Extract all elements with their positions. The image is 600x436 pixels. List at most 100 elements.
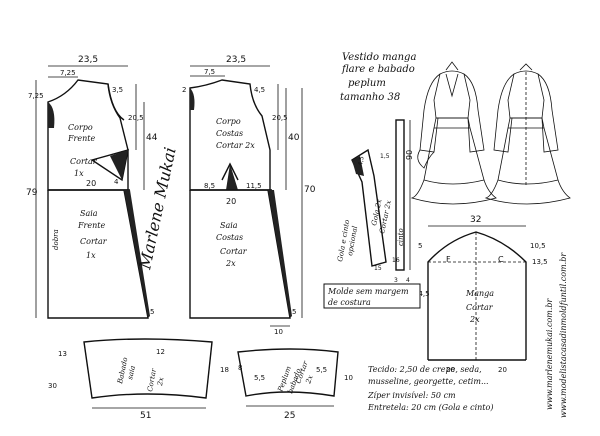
collar-piece — [351, 148, 387, 267]
front-3-5-label: 3,5 — [112, 86, 123, 94]
sleeve-width-label: 32 — [470, 215, 481, 225]
back-11-5-label: 11,5 — [246, 182, 262, 190]
front-armhole — [107, 83, 125, 121]
back-dart-hatch — [226, 164, 238, 190]
back-skirt-label2: Costas — [216, 233, 243, 242]
back-skirt-label1: Saia — [220, 221, 238, 230]
front-44-label: 44 — [146, 133, 158, 143]
back-7-5-label: 7,5 — [204, 68, 215, 76]
front-20-label: 20 — [86, 179, 96, 188]
frill-qty: 2x — [156, 377, 166, 388]
peplum-outline — [237, 348, 339, 397]
back-20-label: 20 — [226, 197, 236, 206]
peplum-5-5b: 5,5 — [316, 366, 327, 374]
back-neck-hatch — [190, 88, 195, 110]
watermark-url2: www.modelistacasadinmoldfuntil.com.br — [559, 252, 568, 418]
back-bodice-label1: Corpo — [216, 117, 241, 126]
sleeve-44-5: 44,5 — [414, 290, 430, 298]
fabric-line4: Entretela: 20 cm (Gola e cinto) — [367, 403, 493, 412]
sleeve-label3: 2x — [469, 315, 480, 324]
front-20-5-label: 20,5 — [128, 114, 144, 122]
back-10-label: 10 — [274, 328, 283, 336]
sleeve-label2: Cortar — [466, 303, 494, 312]
fabric-notes: Tecido: 2,50 de crepe, seda, musseline, … — [367, 365, 493, 412]
belt-3-label: 3 — [394, 277, 398, 284]
skirt-frill-pattern: 13 12 18 30 Babado saia Cortar 2x 51 — [48, 338, 229, 421]
front-dress-skirt — [423, 127, 485, 185]
sleeve-10-5: 10,5 — [530, 242, 546, 250]
front-neck-hatch — [48, 102, 55, 128]
watermark-url1: www.marlenemukai.com.br — [545, 298, 554, 411]
fabric-line2: musseline, georgette, cetim... — [368, 377, 489, 386]
front-4-label: 4 — [114, 178, 119, 186]
front-pattern: 23,5 7,25 7,25 3,5 Corpo Frente Cortar 1… — [26, 55, 158, 319]
peplum-10: 10 — [344, 374, 353, 382]
sleeve-label1: Manga — [465, 289, 494, 298]
back-skirt-hatch — [268, 190, 292, 318]
front-bodice-label1: Corpo — [68, 123, 93, 132]
back-bodice-outline — [189, 79, 271, 191]
frill-18: 18 — [220, 366, 229, 374]
front-skirt-label1: Saia — [80, 209, 98, 218]
front-skirt-cut: Cortar — [80, 237, 108, 246]
back-pattern: 23,5 7,5 2 4,5 Corpo Costas Cortar 2x 20… — [182, 55, 316, 336]
title-line1: Vestido manga — [342, 52, 416, 63]
seam-allowance-note: Molde sem margem de costura — [323, 283, 421, 309]
peplum-frill-pattern: 5,5 5,5 8 10 Peplum babado Cortar 2x 25 — [237, 348, 353, 421]
front-79-label: 79 — [26, 188, 38, 198]
back-bodice-label2: Costas — [216, 129, 243, 138]
frill-51: 51 — [140, 411, 151, 421]
belt-90-label: 90 — [405, 150, 414, 160]
collar-15: 15 — [374, 265, 382, 272]
front-cut-label: Cortar — [70, 157, 98, 166]
front-dress-belt — [433, 117, 471, 129]
title-block: Vestido manga flare e babado peplum tama… — [340, 52, 416, 103]
peplum-25: 25 — [284, 411, 295, 421]
belt-label: cinto — [397, 228, 405, 246]
sleeve-pattern: 32 F C Manga Cortar 2x 10,5 13,5 44,5 5 … — [414, 215, 548, 374]
sleeve-5: 5 — [418, 242, 422, 250]
frill-30: 30 — [48, 382, 57, 390]
collar-4-5: 4,5 — [357, 156, 366, 167]
back-skirt-cut: Cortar — [220, 247, 248, 256]
front-skirt-qty: 1x — [86, 251, 96, 260]
back-5-label: 5 — [292, 308, 296, 316]
back-width-label: 23,5 — [226, 55, 246, 65]
peplum-5-5a: 5,5 — [254, 374, 265, 382]
collar-belt-pieces: Gola 2x Cortar 2x Gola e cinto opcional … — [336, 119, 414, 284]
back-2-label: 2 — [182, 86, 186, 94]
front-bodice-label2: Frente — [67, 134, 95, 143]
front-fold-label: dobra — [52, 229, 60, 250]
back-skirt-qty: 2x — [225, 259, 236, 268]
front-cut-qty: 1x — [74, 169, 84, 178]
sleeve-bottom-left: 20 — [446, 366, 455, 374]
front-skirt-label2: Frente — [77, 221, 105, 230]
seam-note-line2: de costura — [328, 298, 371, 307]
title-line2: flare e babado — [341, 64, 415, 75]
back-4-5-label: 4,5 — [254, 86, 265, 94]
front-dress-frill — [410, 179, 497, 205]
front-skirt-hatch — [124, 190, 150, 318]
frill-12: 12 — [156, 348, 165, 356]
peplum-qty: 2x — [304, 374, 315, 386]
front-shoulder-label: 7,25 — [60, 69, 76, 77]
belt-4-label: 4 — [406, 277, 410, 284]
collar-1-5: 1,5 — [380, 153, 390, 160]
back-70-label: 70 — [304, 185, 316, 195]
peplum-8: 8 — [238, 364, 242, 372]
title-line3: peplum — [348, 78, 386, 89]
seam-note-line1: Molde sem margem — [327, 287, 409, 296]
front-width-label: 23,5 — [78, 55, 98, 65]
frill-label2: saia — [126, 365, 137, 381]
front-dart-hatch — [110, 150, 128, 180]
front-5-label: 5 — [150, 308, 154, 316]
sleeve-F: F — [446, 255, 451, 264]
sleeve-13-5: 13,5 — [532, 258, 548, 266]
title-line4: tamanho 38 — [340, 92, 400, 103]
back-20-5-label: 20,5 — [272, 114, 288, 122]
signature: Marlene Mukai — [135, 146, 180, 272]
fabric-line3: Zíper invisível: 50 cm — [367, 391, 456, 400]
back-bodice-cut: Cortar 2x — [216, 141, 255, 150]
sleeve-bottom-right: 20 — [498, 366, 507, 374]
frill-13: 13 — [58, 350, 67, 358]
